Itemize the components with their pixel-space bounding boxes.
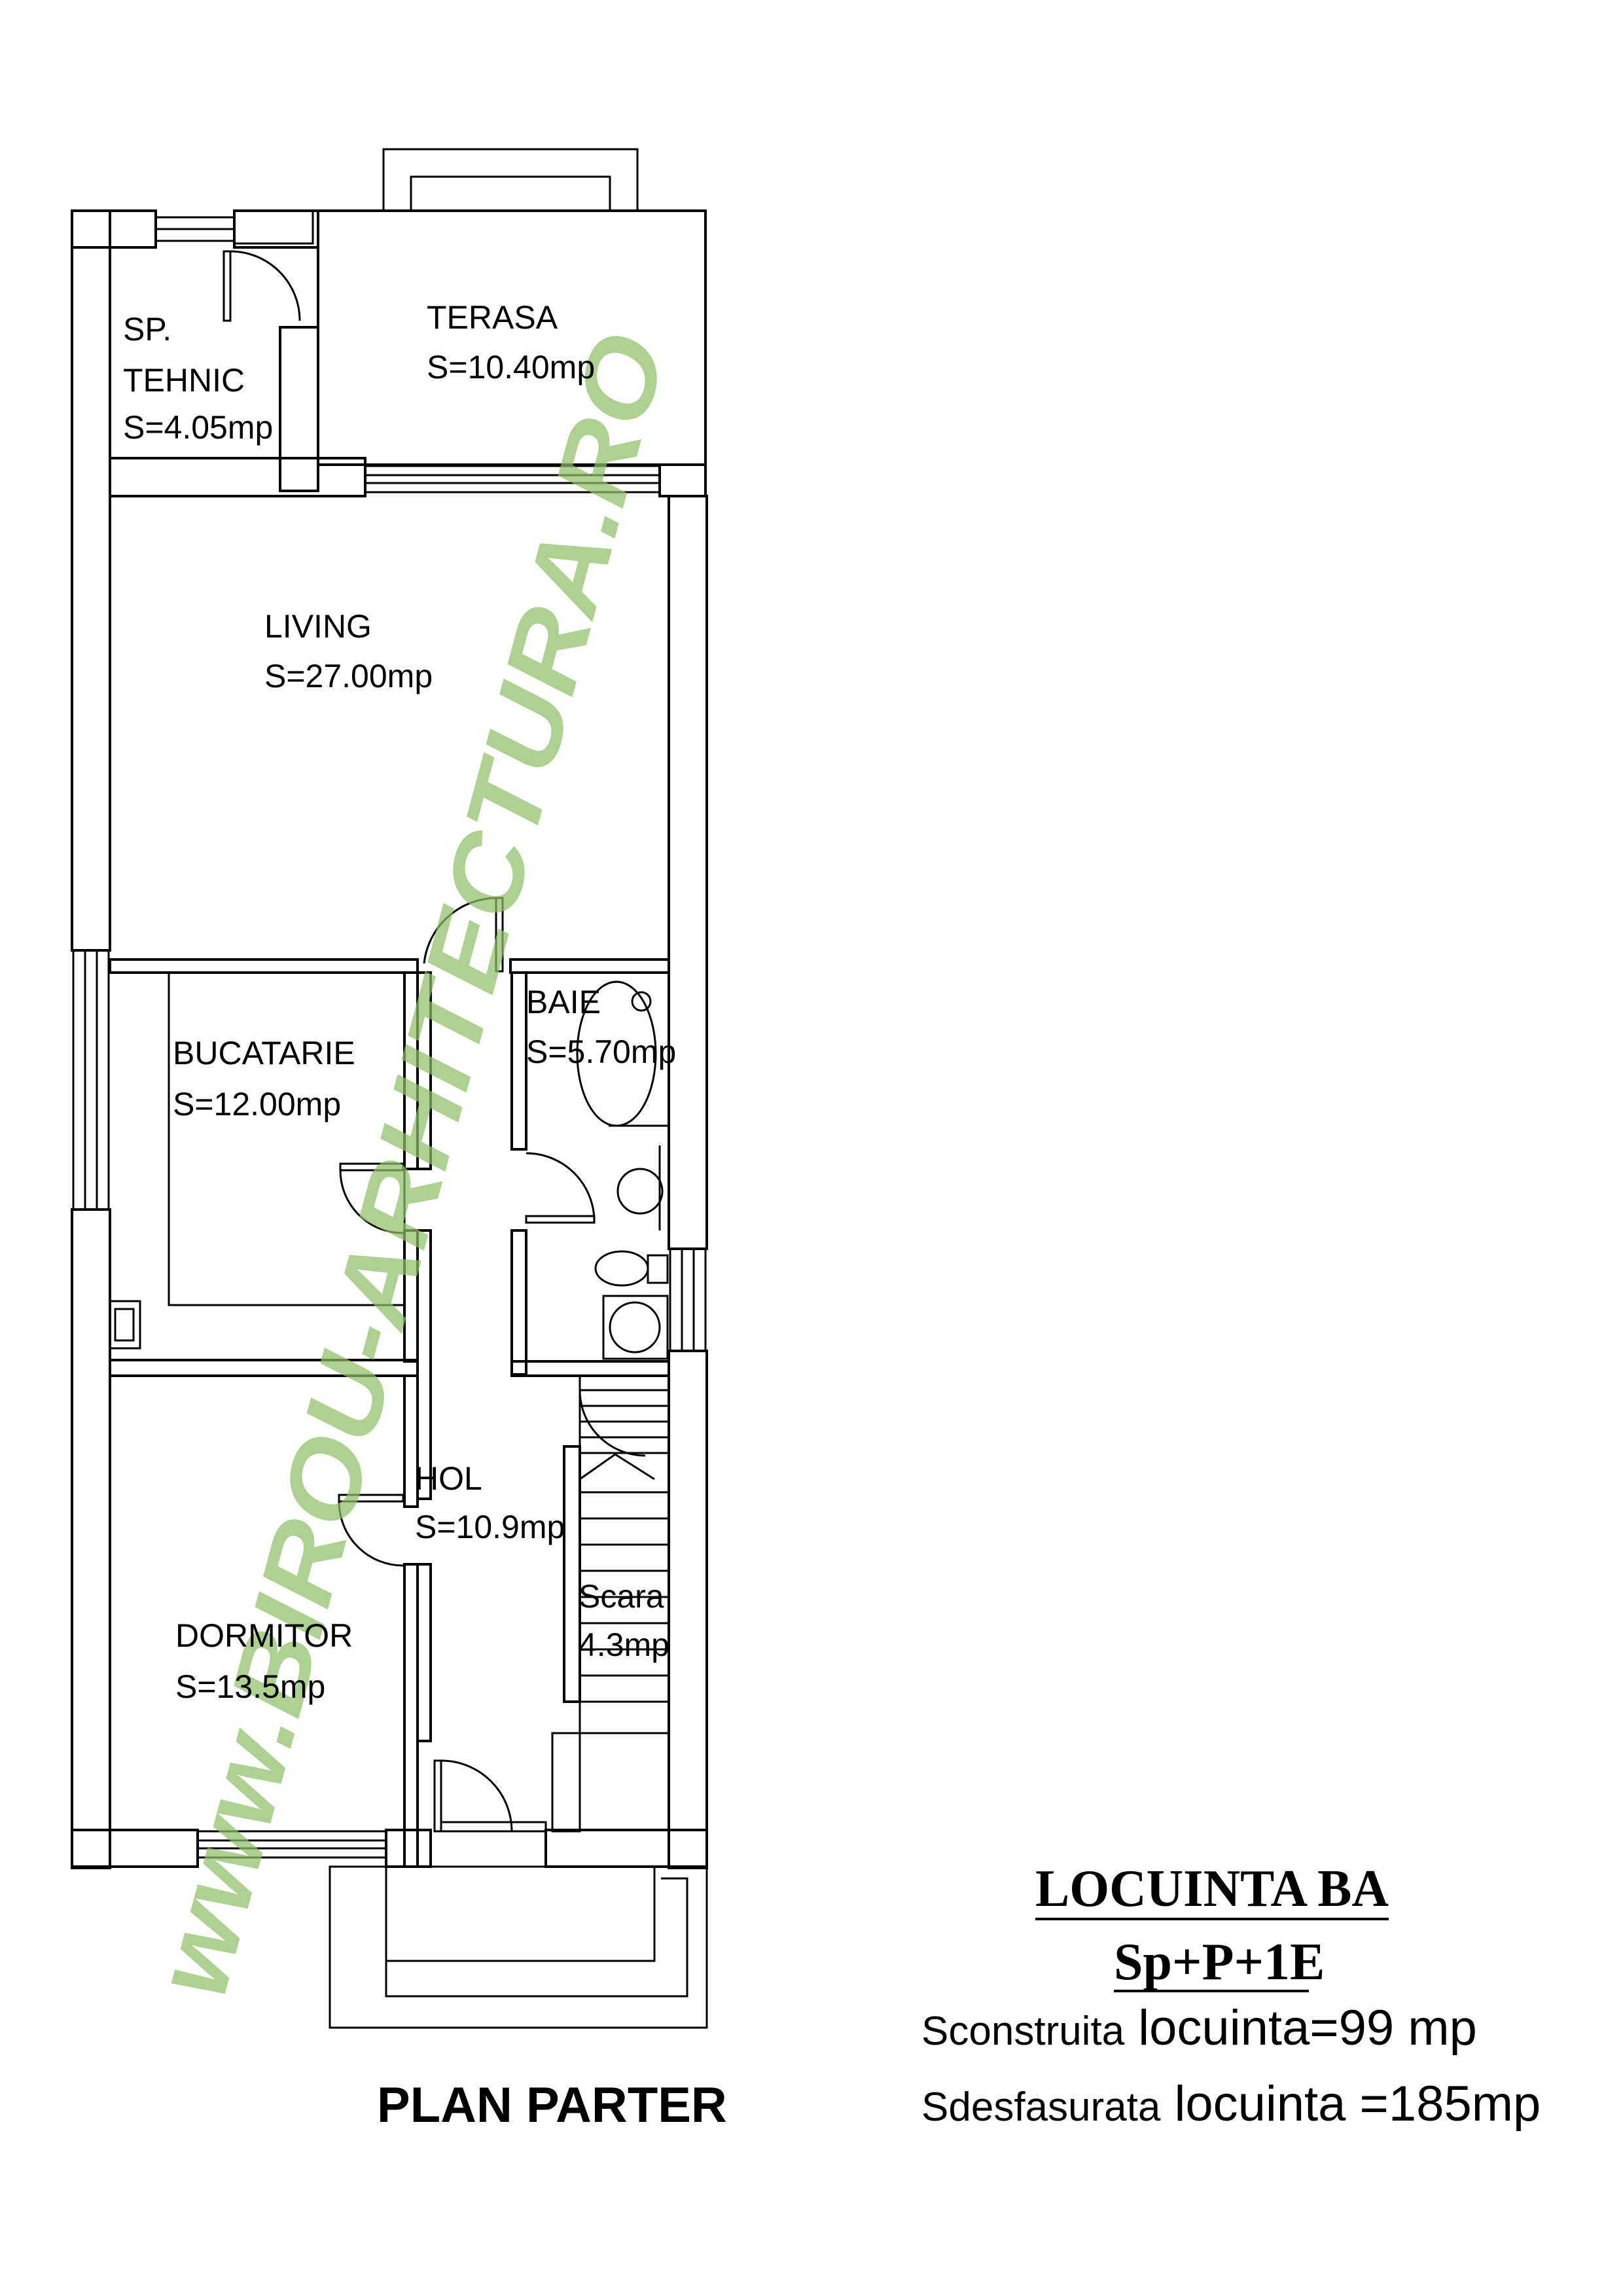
washer-icon xyxy=(602,1295,669,1360)
wall-top-left xyxy=(71,209,157,249)
rear-step xyxy=(382,148,639,212)
room-labels: SP. TEHNIC S=4.05mp TERASA S=10.40mp LIV… xyxy=(123,299,676,1705)
door-living-leaf xyxy=(495,897,504,973)
wall-stair-left xyxy=(563,1445,581,1703)
room-sp-tehnic-area: S=4.05mp xyxy=(123,409,273,446)
sink-icon xyxy=(616,1168,664,1215)
developed-area-line: Sdesfasurata locuinta =185mp xyxy=(921,2076,1541,2132)
window-kitchen xyxy=(72,949,110,1211)
wall-bedroom-right-lower xyxy=(403,1563,419,1868)
wall-outer-right-lower xyxy=(668,1350,708,1869)
project-title: LOCUINTA BA xyxy=(1035,1860,1389,1918)
door-bedroom-leaf xyxy=(338,1494,404,1503)
wall-hall-left-lower xyxy=(416,1563,432,1742)
room-dormitor-area: S=13.5mp xyxy=(175,1668,325,1705)
stove-icon xyxy=(109,1300,141,1350)
door-bedroom-swing xyxy=(338,1501,404,1567)
wall-bath-bottom xyxy=(510,1360,670,1377)
room-living-name: LIVING xyxy=(264,608,372,645)
toilet-icon xyxy=(594,1250,649,1287)
wall-bottom-mid xyxy=(385,1829,432,1868)
watermark-text: www.BIROU-ARHITECTURA.RO xyxy=(133,323,688,2009)
room-bucatarie-area: S=12.00mp xyxy=(173,1086,341,1122)
room-sp-tehnic-name-1: SP. xyxy=(123,311,171,348)
door-entrance-leaf xyxy=(433,1759,442,1833)
door-bath-swing xyxy=(526,1152,596,1222)
terrace-steps xyxy=(329,148,708,2029)
room-baie-area: S=5.70mp xyxy=(526,1033,676,1070)
room-dormitor-name: DORMITOR xyxy=(175,1617,353,1654)
project-subtitle: Sp+P+1E xyxy=(1114,1933,1325,1991)
stairs xyxy=(551,1374,670,1833)
wall-living-bottom-right xyxy=(509,958,670,974)
built-area-line: Sconstruita locuinta=99 mp xyxy=(921,2000,1477,2056)
door-kitchen-swing xyxy=(339,1170,404,1234)
door-living-swing xyxy=(423,897,498,964)
kitchen-counter xyxy=(168,971,406,1306)
front-porch xyxy=(329,1865,708,2029)
room-scara-name: Scara xyxy=(579,1578,664,1615)
room-terasa-name: TERASA xyxy=(427,299,558,336)
wall-outer-left-lower xyxy=(71,1208,111,1869)
room-hol-area: S=10.9mp xyxy=(415,1509,565,1545)
window-bedroom xyxy=(196,1830,387,1859)
windows xyxy=(72,216,707,1859)
wall-sp-tehnic-right xyxy=(279,326,319,492)
developed-area-value: locuinta =185mp xyxy=(1160,2076,1541,2132)
room-sp-tehnic-name-2: TEHNIC xyxy=(123,362,245,399)
door-bath-leaf xyxy=(525,1215,596,1224)
wall-top-right xyxy=(233,209,319,249)
stair-outline xyxy=(579,1374,670,1734)
fixtures xyxy=(109,971,669,1360)
wall-hall-left-mid xyxy=(416,1229,432,1500)
room-living-area: S=27.00mp xyxy=(264,658,433,694)
developed-area-prefix: Sdesfasurata xyxy=(921,2085,1161,2130)
wall-bath-left xyxy=(510,971,527,1151)
wall-bottom-right xyxy=(544,1829,708,1868)
door-stair-swing xyxy=(579,1390,646,1457)
wall-outer-left xyxy=(71,209,111,952)
room-terasa-area: S=10.40mp xyxy=(427,349,595,386)
door-kitchen-leaf xyxy=(339,1162,404,1172)
door-entrance-swing xyxy=(440,1759,513,1832)
room-bucatarie-name: BUCATARIE xyxy=(173,1035,355,1071)
wall-living-top-right xyxy=(658,463,707,497)
window-living-top xyxy=(364,465,661,493)
wall-outer-right xyxy=(668,495,708,1250)
built-area-value: locuinta=99 mp xyxy=(1124,2000,1477,2056)
room-baie-name: BAIE xyxy=(526,984,601,1020)
title-block: LOCUINTA BA Sp+P+1E Sconstruita locuinta… xyxy=(921,1860,1541,2132)
wall-living-bottom xyxy=(109,958,419,974)
room-scara-area: 4.3mp xyxy=(579,1626,669,1663)
door-sp-tehnic-swing xyxy=(230,250,301,321)
built-area-prefix: Sconstruita xyxy=(921,2009,1125,2054)
room-hol-name: HOL xyxy=(415,1460,482,1497)
plan-title: PLAN PARTER xyxy=(377,2077,727,2133)
wall-bath-left-lower xyxy=(510,1229,527,1376)
wall-hall-left xyxy=(416,971,432,1170)
window-bath xyxy=(669,1247,707,1352)
door-sp-tehnic-leaf xyxy=(223,250,232,322)
